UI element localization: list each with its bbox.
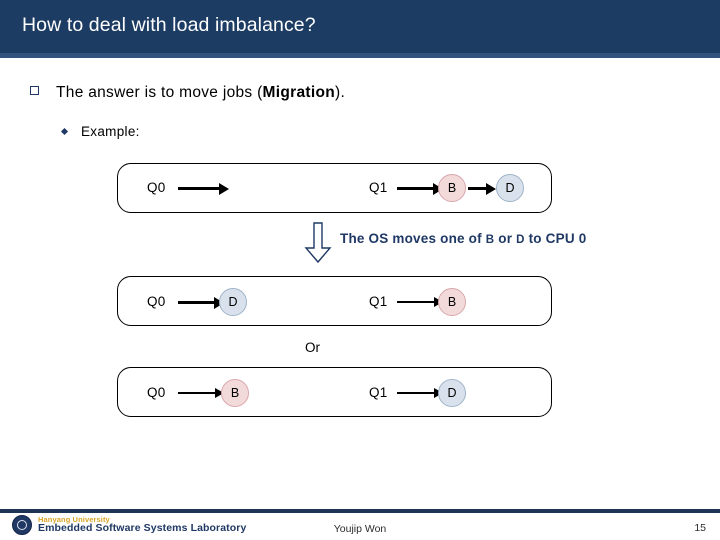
arrow-q0-to-d-box2: [178, 296, 224, 309]
queue-label-q1-box3: Q1: [369, 385, 388, 400]
footer-lab-text: Hanyang University Embedded Software Sys…: [38, 514, 247, 535]
bullet-text-prefix: The answer is to move jobs (: [56, 84, 263, 101]
diamond-bullet-icon: [60, 127, 69, 136]
bullet-level-1-label: The answer is to move jobs (Migration).: [56, 84, 345, 102]
job-circle-b-box1: B: [438, 174, 466, 202]
arrow-q1-to-d-box3: [397, 388, 443, 398]
lab-name: Embedded Software Systems Laboratory: [38, 522, 247, 535]
arrow-q0-box1: [178, 182, 229, 195]
title-bar: [0, 0, 720, 53]
queue-box-option-1: [117, 276, 552, 326]
bullet-text-emphasis: Migration: [262, 84, 335, 101]
arrow-q1-to-b-box1: [397, 182, 443, 195]
note-part-1: The OS moves one of: [340, 231, 486, 246]
job-circle-d-box3: D: [438, 379, 466, 407]
square-bullet-icon: [30, 86, 39, 95]
footer-divider: [0, 509, 720, 513]
note-job-b: B: [485, 234, 495, 246]
job-circle-d-box1: D: [496, 174, 524, 202]
arrow-q1-to-b-box2: [397, 297, 443, 307]
page-title: How to deal with load imbalance?: [22, 14, 316, 36]
note-job-d: D: [516, 234, 525, 246]
down-arrow-icon: [303, 222, 333, 264]
arrow-q0-to-b-box3: [178, 388, 224, 398]
university-seal-icon: [12, 515, 32, 535]
university-name: Hanyang University: [38, 514, 110, 524]
queue-label-q0-box1: Q0: [147, 180, 166, 195]
queue-label-q0-box3: Q0: [147, 385, 166, 400]
footer-logo: Hanyang University Embedded Software Sys…: [12, 515, 246, 535]
queue-label-q1-box2: Q1: [369, 294, 388, 309]
bullet-level-2: Example:: [60, 124, 140, 139]
job-circle-b-box2: B: [438, 288, 466, 316]
footer-author: Youjip Won: [333, 523, 387, 535]
arrow-b-to-d-box1: [468, 182, 496, 195]
job-circle-d-box2: D: [219, 288, 247, 316]
note-part-mid: or: [494, 231, 517, 246]
job-circle-b-box3: B: [221, 379, 249, 407]
bullet-level-1: The answer is to move jobs (Migration).: [30, 84, 345, 102]
queue-label-q0-box2: Q0: [147, 294, 166, 309]
note-part-2: to CPU 0: [524, 231, 587, 246]
transition-note: The OS moves one of B or D to CPU 0: [340, 231, 586, 246]
title-accent-bar: [0, 53, 720, 58]
bullet-level-2-label: Example:: [81, 124, 140, 139]
bullet-text-suffix: ).: [335, 84, 346, 101]
queue-label-q1-box1: Q1: [369, 180, 388, 195]
page-number: 15: [694, 522, 706, 534]
or-separator-label: Or: [305, 340, 320, 355]
